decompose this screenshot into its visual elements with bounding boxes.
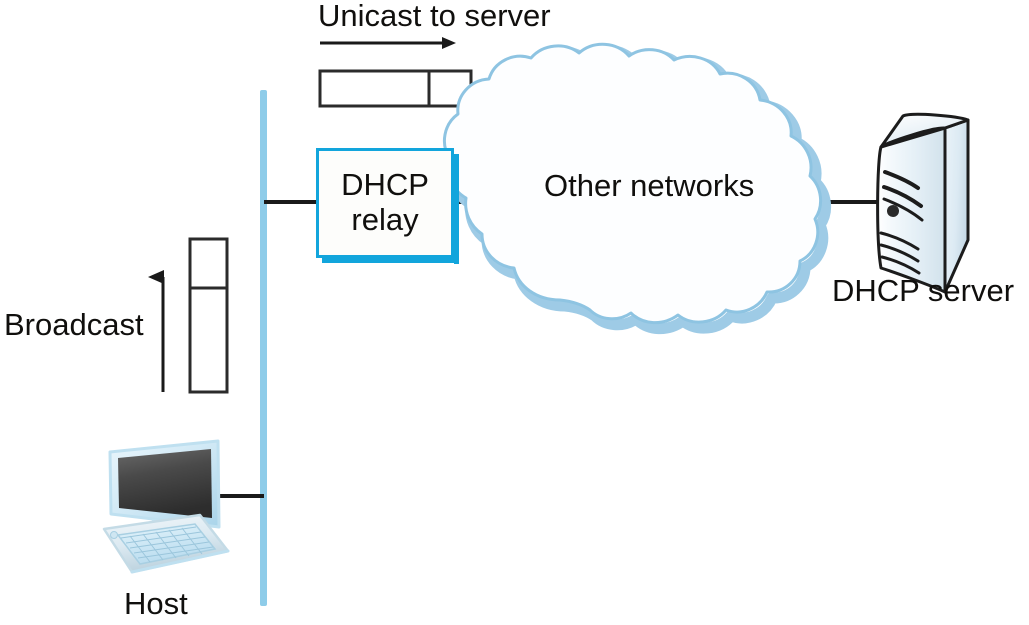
server-tower-icon [876,112,970,294]
dhcp-server-label: DHCP server [832,273,1015,308]
relay-box-shadow-right [454,154,459,264]
relay-box-shadow-bottom [322,258,459,263]
desktop-computer-icon [102,439,230,574]
dhcp-relay-node[interactable]: DHCP relay [316,148,454,258]
host-label: Host [124,586,188,621]
network-bus-line [260,90,267,606]
packet-frame-icon [318,69,473,108]
broadcast-label: Broadcast [4,307,144,342]
relay-label-line1: DHCP [341,167,429,203]
unicast-label: Unicast to server [318,0,551,33]
packet-frame-icon [188,237,229,394]
relay-label-line2: relay [351,202,419,237]
other-networks-label: Other networks [544,168,755,203]
